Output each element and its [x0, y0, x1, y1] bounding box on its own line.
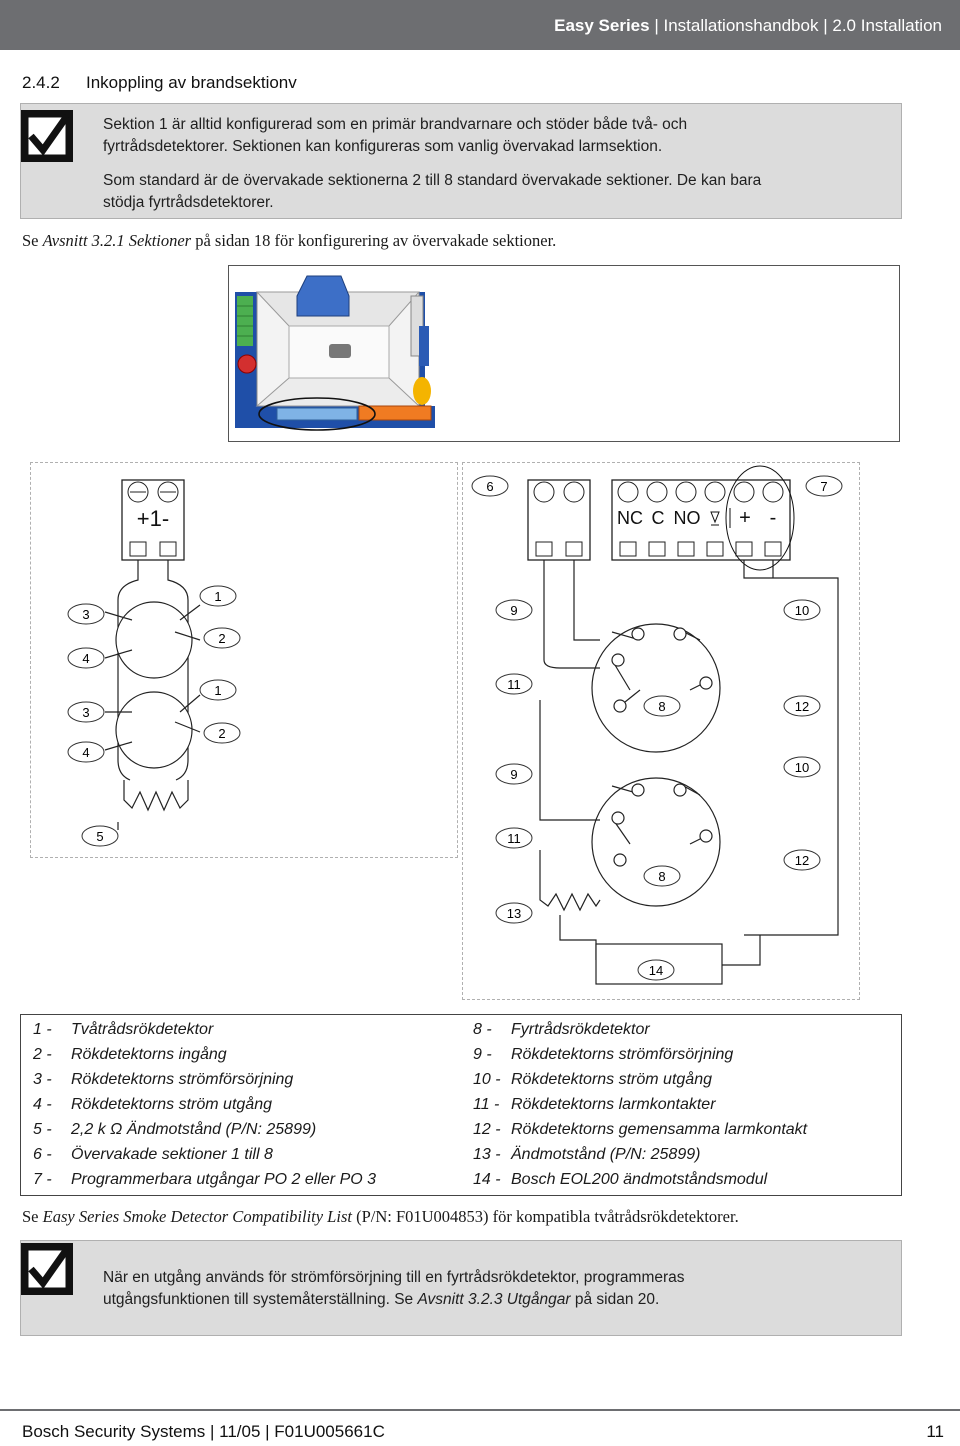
- note-text-line: Sektion 1 är alltid konfigurerad som en …: [103, 116, 688, 133]
- footer-divider: [0, 1409, 960, 1411]
- ref-post: på sidan 18 för konfigurering av övervak…: [191, 231, 557, 250]
- callout-2: 2: [218, 631, 225, 646]
- callout-11: 11: [507, 677, 521, 692]
- callout-3: 3: [82, 607, 89, 622]
- legend-item: 7 -Programmerbara utgångar PO 2 eller PO…: [33, 1171, 377, 1188]
- legend-item: 10 -Rökdetektorns ström utgång: [473, 1071, 712, 1088]
- legend-item: 14 -Bosch EOL200 ändmotståndsmodul: [473, 1171, 768, 1188]
- terminal-no-label: NO: [674, 508, 701, 528]
- terminal-block-zone: [527, 479, 591, 561]
- note-text-line: stödja fyrtrådsdetektorer.: [103, 194, 274, 211]
- legend-item: 12 -Rökdetektorns gemensamma larmkontakt: [473, 1121, 808, 1138]
- callout-1: 1: [214, 683, 221, 698]
- header-chapter: 2.0 Installation: [832, 16, 942, 35]
- legend-item: 1 -Tvåtrådsrökdetektor: [33, 1021, 214, 1038]
- callout-6: 6: [486, 479, 493, 494]
- legend-item: 8 -Fyrtrådsrökdetektor: [473, 1021, 650, 1038]
- ref-pre: Se: [22, 1207, 43, 1226]
- callout-3: 3: [82, 705, 89, 720]
- note-text-line: fyrtrådsdetektorer. Sektionen kan konfig…: [103, 138, 663, 155]
- legend-item: 4 -Rökdetektorns ström utgång: [33, 1096, 272, 1113]
- terminal-nc-label: NC: [617, 508, 643, 528]
- checkbox-note-icon: [21, 110, 73, 162]
- wiring-frame-right: [462, 462, 860, 1000]
- header-sep: |: [818, 16, 833, 35]
- callout-10: 10: [795, 760, 809, 775]
- note-text-line: När en utgång används för strömförsörjni…: [103, 1269, 685, 1286]
- note-text-line: Som standard är de övervakade sektionern…: [103, 172, 762, 189]
- legend-item: 3 -Rökdetektorns strömförsörjning: [33, 1071, 294, 1088]
- note-text-line: utgångsfunktionen till systemåterställni…: [103, 1291, 660, 1308]
- legend-item: 13 -Ändmotstånd (P/N: 25899): [473, 1146, 701, 1163]
- header-sep: |: [649, 16, 664, 35]
- terminal-minus-label: -: [770, 507, 777, 529]
- note-box: Sektion 1 är alltid konfigurerad som en …: [20, 103, 902, 219]
- panel-board-frame: [228, 265, 900, 442]
- legend-item: 11 -Rökdetektorns larmkontakter: [473, 1096, 716, 1113]
- section-number: 2.4.2: [22, 73, 60, 92]
- callout-4: 4: [82, 651, 89, 666]
- callout-5: 5: [96, 829, 103, 844]
- footer-info: Bosch Security Systems | 11/05 | F01U005…: [22, 1422, 385, 1441]
- legend-box: 1 -Tvåtrådsrökdetektor 2 -Rökdetektorns …: [20, 1014, 902, 1196]
- page-number: 11: [926, 1422, 944, 1441]
- callout-12: 12: [795, 699, 809, 714]
- legend-item: 2 -Rökdetektorns ingång: [33, 1046, 227, 1063]
- callout-9: 9: [510, 603, 517, 618]
- control-panel-illustration: [235, 275, 435, 431]
- header-text: Easy Series | Installationshandbok | 2.0…: [554, 16, 942, 36]
- callout-10: 10: [795, 603, 809, 618]
- callout-8: 8: [658, 869, 665, 884]
- callout-8: 8: [658, 699, 665, 714]
- callout-7: 7: [820, 479, 827, 494]
- callout-11: 11: [507, 831, 521, 846]
- callout-2: 2: [218, 726, 225, 741]
- header-brand: Easy Series: [554, 16, 650, 35]
- callout-labels: 6 7 1 3 2 4 1 3 2 4 5 9 10 11 8 12 9 10 …: [67, 475, 843, 981]
- two-wire-detectors: [104, 560, 201, 830]
- legend-item: 9 -Rökdetektorns strömförsörjning: [473, 1046, 734, 1063]
- compatibility-reference: Se Easy Series Smoke Detector Compatibil…: [22, 1207, 739, 1227]
- callout-1: 1: [214, 589, 221, 604]
- legend-item: 5 -2,2 k Ω Ändmotstånd (P/N: 25899): [33, 1121, 317, 1138]
- section-link[interactable]: Avsnitt 3.2.1 Sektioner: [42, 231, 192, 250]
- callout-12: 12: [795, 853, 809, 868]
- note-box: När en utgång används för strömförsörjni…: [20, 1240, 902, 1336]
- outputs-section-link[interactable]: Avsnitt 3.2.3 Utgångar: [417, 1291, 571, 1308]
- callout-4: 4: [82, 745, 89, 760]
- terminal-block-left: +1-: [121, 479, 185, 561]
- terminal-left-label: +1-: [137, 506, 169, 531]
- ref-post: (P/N: F01U004853) för kompatibla tvåtråd…: [351, 1207, 739, 1226]
- callout-14: 14: [649, 963, 663, 978]
- page-header: Easy Series | Installationshandbok | 2.0…: [0, 0, 960, 50]
- terminal-c-label: C: [652, 508, 665, 528]
- section-heading: 2.4.2 Inkoppling av brandsektionv: [22, 73, 297, 93]
- reference-text: Se Avsnitt 3.2.1 Sektioner på sidan 18 f…: [22, 231, 556, 251]
- compatibility-list-link[interactable]: Easy Series Smoke Detector Compatibility…: [42, 1207, 352, 1226]
- header-doc: Installationshandbok: [663, 16, 819, 35]
- callout-9: 9: [510, 767, 517, 782]
- terminal-plus-label: +: [739, 507, 751, 529]
- callout-13: 13: [507, 906, 521, 921]
- wiring-frame-left: [30, 462, 458, 858]
- legend-item: 6 -Övervakade sektioner 1 till 8: [33, 1146, 273, 1163]
- wiring-diagram: +1- NC C NO + -: [67, 465, 843, 985]
- section-title: Inkoppling av brandsektionv: [86, 73, 297, 92]
- terminal-block-outputs: NC C NO + -: [611, 465, 795, 571]
- ref-pre: Se: [22, 231, 43, 250]
- checkbox-note-icon: [21, 1243, 73, 1295]
